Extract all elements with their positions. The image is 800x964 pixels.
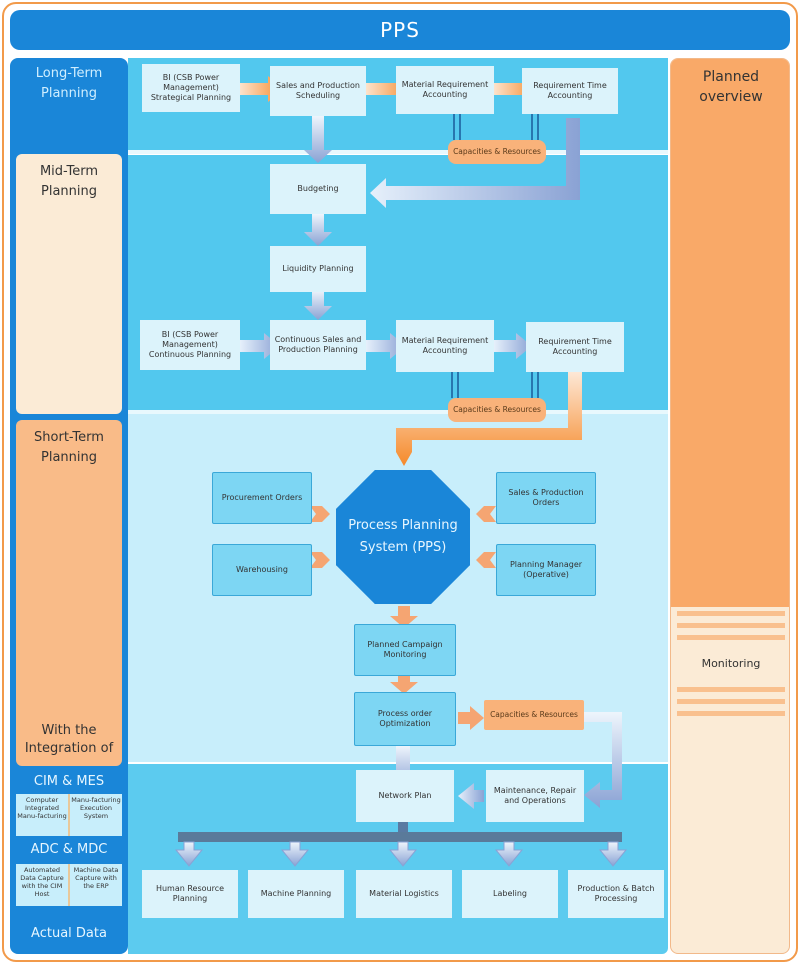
planning-manager-box: Planning Manager (Operative) [496, 544, 596, 596]
continuous-bi-box: BI (CSB Power Management) Continuous Pla… [140, 320, 240, 370]
long-term-label: Long-Term Planning [35, 66, 103, 101]
material-requirement-mid-box: Material Requirement Accounting [396, 320, 494, 372]
sales-production-orders-box: Sales & Production Orders [496, 472, 596, 524]
campaign-monitoring-box: Planned Campaign Monitoring [354, 624, 456, 676]
stripe [677, 687, 785, 692]
requirement-time-mid-box: Requirement Time Accounting [526, 322, 624, 372]
cim-label: Computer Integrated Manu-facturing [16, 794, 70, 836]
strategic-planning-box: BI (CSB Power Management) Strategical Pl… [142, 64, 240, 112]
mdc-label: Machine Data Capture with the ERP [73, 866, 119, 890]
network-plan-box: Network Plan [356, 770, 454, 822]
output-production-batch: Production & Batch Processing [568, 870, 664, 918]
cim-mes-header: CIM & MES [33, 774, 105, 789]
band-separator [128, 150, 668, 154]
adc-label: Automated Data Capture with the CIM Host [16, 864, 70, 906]
requirement-time-box: Requirement Time Accounting [522, 68, 618, 114]
short-term-label: Short-Term Planning With the Integration… [16, 420, 122, 766]
integration-label: With the Integration of [24, 723, 114, 756]
diagram-title: PPS [10, 10, 790, 50]
stripe [677, 711, 785, 716]
output-human-resource: Human Resource Planning [142, 870, 238, 918]
planning-horizon-column: Long-Term Planning Mid-Term Planning Sho… [10, 58, 128, 954]
short-term-text: Short-Term Planning [34, 430, 104, 465]
actual-data-label: Actual Data [31, 926, 107, 941]
output-labeling: Labeling [462, 870, 558, 918]
process-planning-system: Process Planning System (PPS) [336, 470, 470, 604]
sales-scheduling-box: Sales and Production Scheduling [270, 66, 366, 116]
warehousing-box: Warehousing [212, 544, 312, 596]
stripe [677, 699, 785, 704]
adc-mdc-details: Automated Data Capture with the CIM Host… [16, 864, 122, 906]
capacities-resources-long: Capacities & Resources [448, 140, 546, 164]
capacities-resources-mid: Capacities & Resources [448, 398, 546, 422]
adc-mdc-header: ADC & MDC [30, 842, 108, 857]
mes-label: Manu-facturing Execution System [71, 796, 121, 820]
budgeting-box: Budgeting [270, 164, 366, 214]
mid-term-label: Mid-Term Planning [16, 154, 122, 414]
planned-overview-block [671, 59, 789, 607]
stripe [677, 623, 785, 628]
monitoring-label: Monitoring [701, 657, 761, 670]
overview-column: Planned overview Monitoring [670, 58, 790, 954]
stripe [677, 635, 785, 640]
procurement-orders-box: Procurement Orders [212, 472, 312, 524]
stripe [677, 611, 785, 616]
output-material-logistics: Material Logistics [356, 870, 452, 918]
planned-overview-label: Planned overview [699, 69, 763, 105]
output-machine-planning: Machine Planning [248, 870, 344, 918]
cim-mes-details: Computer Integrated Manu-facturing Manu-… [16, 794, 122, 836]
continuous-sales-box: Continuous Sales and Production Planning [270, 320, 366, 370]
process-order-box: Process order Optimization [354, 692, 456, 746]
material-requirement-box: Material Requirement Accounting [396, 66, 494, 114]
capacities-resources-short: Capacities & Resources [484, 700, 584, 730]
maintenance-repair-box: Maintenance, Repair and Operations [486, 770, 584, 822]
liquidity-planning-box: Liquidity Planning [270, 246, 366, 292]
